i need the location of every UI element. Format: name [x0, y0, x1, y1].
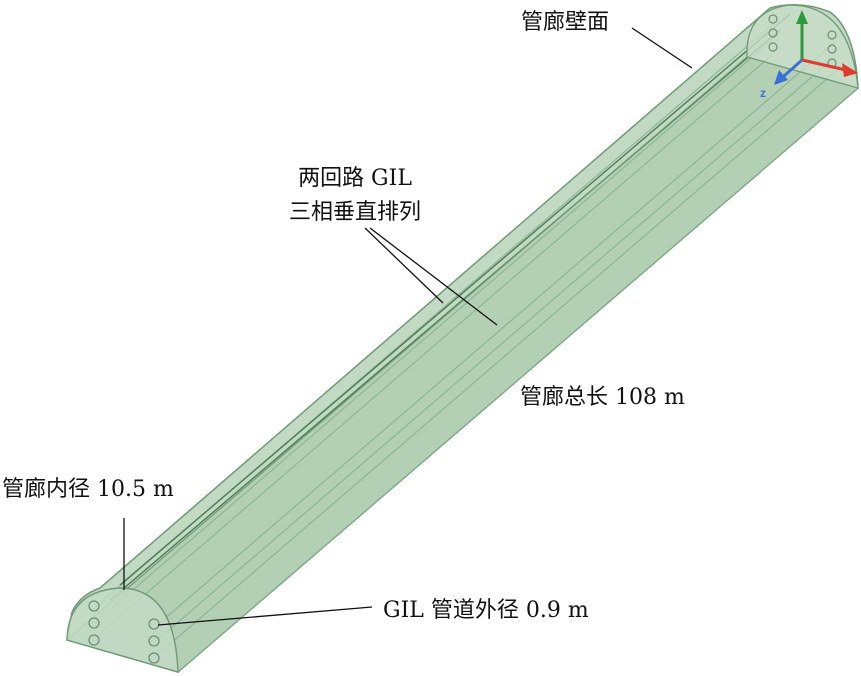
near-end-face — [66, 587, 179, 673]
gil-arrangement-label-line1: 两回路 GIL — [298, 166, 412, 191]
inner-diameter-label: 管廊内径 10.5 m — [2, 477, 174, 502]
wall-label: 管廊壁面 — [521, 10, 610, 35]
pipe-diameter-label: GIL 管道外径 0.9 m — [383, 598, 589, 623]
axis-z-label: z — [760, 86, 766, 100]
axis-triad-icon: z — [760, 10, 858, 100]
tunnel-bottom-edge — [66, 56, 748, 641]
near-pipe-circles — [88, 600, 160, 664]
length-label: 管廊总长 108 m — [520, 385, 685, 410]
gil-arrangement-label-line2: 三相垂直排列 — [288, 200, 421, 225]
leader-lines — [123, 27, 693, 626]
tunnel-floor — [67, 57, 858, 672]
